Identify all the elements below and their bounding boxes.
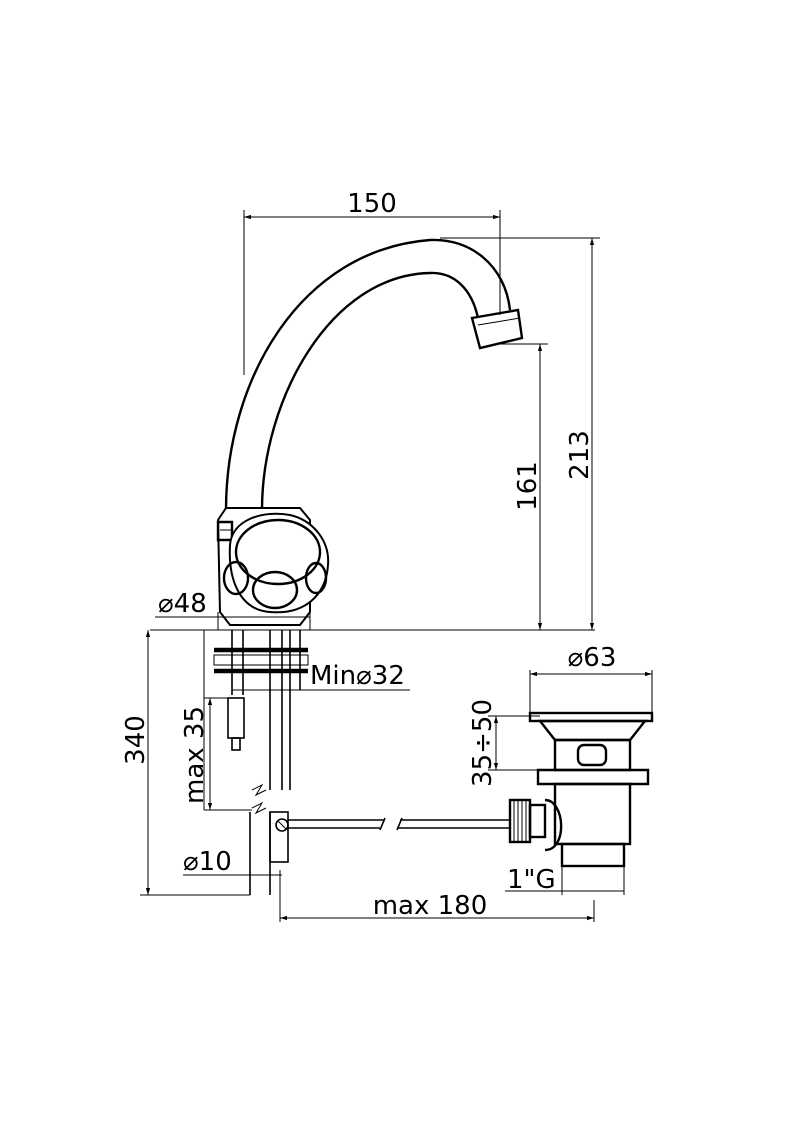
dim-min32-label: Min⌀32	[310, 661, 405, 691]
dim-10: ⌀10	[183, 847, 282, 880]
dim-max35-label: max 35	[180, 706, 210, 804]
dim-63: ⌀63	[529, 643, 653, 713]
dim-35-50-label: 35÷50	[468, 699, 498, 787]
popup-rod	[288, 817, 510, 831]
faucet-spout	[224, 238, 524, 511]
dim-max35: max 35	[180, 630, 252, 811]
dim-150-label: 150	[347, 189, 397, 219]
dim-max180-label: max 180	[373, 891, 488, 921]
dim-63-label: ⌀63	[568, 643, 617, 673]
waste-valve	[508, 711, 654, 868]
dim-max180: max 180	[279, 870, 595, 922]
dim-150: 150	[243, 189, 501, 375]
dim-min32: Min⌀32	[231, 661, 410, 694]
dim-213-label: 213	[565, 430, 595, 480]
dim-161-label: 161	[513, 461, 543, 511]
shank-assembly	[213, 630, 309, 895]
dim-10-label: ⌀10	[183, 847, 232, 877]
dim-161: 161	[500, 343, 548, 630]
dim-340: 340	[121, 630, 250, 896]
dim-48: ⌀48	[155, 589, 311, 630]
dim-340-label: 340	[121, 715, 151, 765]
dim-1g: 1"G	[505, 865, 625, 895]
dim-1g-label: 1"G	[507, 865, 556, 895]
dim-48-label: ⌀48	[158, 589, 207, 619]
dim-213: 213	[440, 237, 600, 630]
handle-knob	[222, 512, 330, 614]
dim-35-50: 35÷50	[468, 699, 540, 787]
